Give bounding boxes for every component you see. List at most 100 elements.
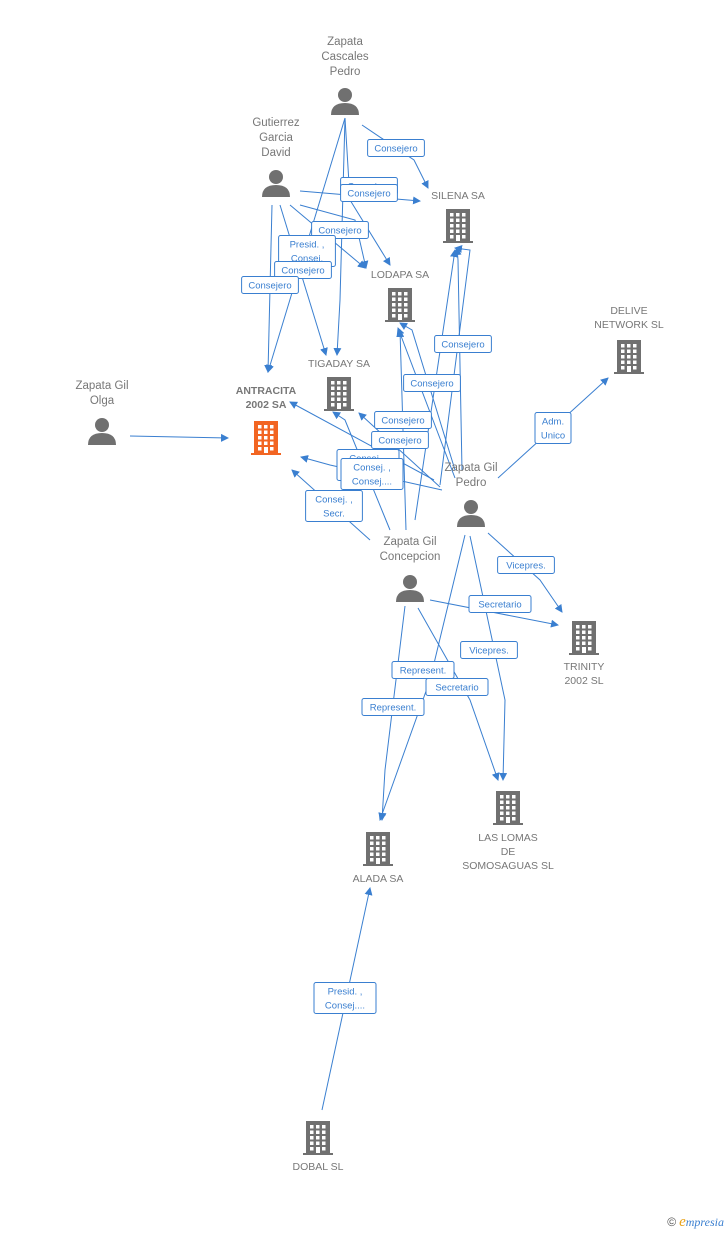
node-label: Olga	[90, 395, 115, 407]
edge-label-box[interactable]: Consejero	[340, 184, 398, 202]
edge-label-box[interactable]: Represent.	[391, 661, 455, 679]
company-node-dobal[interactable]: DOBAL SL	[293, 1121, 344, 1173]
building-window	[627, 355, 631, 359]
building-window	[322, 1130, 326, 1134]
edge-label-box[interactable]: Consej. ,Secr.	[305, 490, 363, 522]
edge-label-box[interactable]: Secretario	[425, 678, 489, 696]
building-window	[462, 235, 466, 239]
edge-label-box[interactable]: Consejero	[434, 335, 492, 353]
building-window	[500, 811, 504, 815]
building-window	[576, 630, 580, 634]
edge-label-box[interactable]: Consejero	[367, 139, 425, 157]
person-icon	[338, 88, 352, 102]
edge-label-text: Consej. ,	[315, 495, 353, 506]
building-window	[576, 641, 580, 645]
edge-label-box[interactable]: Consejero	[274, 261, 332, 279]
building-window	[331, 403, 335, 407]
building-window	[331, 386, 335, 390]
edge-label-box[interactable]: Adm.Unico	[534, 412, 572, 444]
edge-label-box[interactable]: Vicepres.	[460, 641, 518, 659]
building-window	[392, 292, 396, 296]
edge-label-box[interactable]: Consejero	[311, 221, 369, 239]
edge-label-text: Represent.	[370, 703, 416, 714]
company-node-silena[interactable]: SILENA SA	[431, 190, 485, 243]
building-window	[576, 636, 580, 640]
building-window	[633, 360, 637, 364]
node-label: Garcia	[259, 132, 293, 144]
edge-label-box[interactable]: Consej. ,Consej....	[340, 458, 404, 490]
edge-label-text: Consejero	[410, 379, 453, 390]
edge-label-box[interactable]: Vicepres.	[497, 556, 555, 574]
brand-watermark[interactable]: ©empresia	[667, 1214, 724, 1231]
company-node-tigaday[interactable]: TIGADAY SA	[308, 358, 370, 411]
building-base	[363, 864, 393, 866]
node-label: ANTRACITA	[236, 385, 297, 397]
building-window	[376, 836, 380, 840]
edge-label-box[interactable]: Consejero	[371, 431, 429, 449]
building-window	[316, 1125, 320, 1129]
building-window	[270, 447, 274, 451]
edge-label-box[interactable]: Consejero	[403, 374, 461, 392]
building-window	[506, 811, 510, 815]
edge-line	[129, 433, 229, 442]
node-label: DE	[501, 846, 516, 858]
edge-label-frame	[534, 412, 572, 444]
person-icon	[269, 170, 283, 184]
edge-label-text: Consej. ,	[353, 463, 391, 474]
building-window	[264, 430, 268, 434]
building-window	[382, 858, 386, 862]
edge-label-box[interactable]: Secretario	[468, 595, 532, 613]
edge-label-text: Consejero	[381, 416, 424, 427]
edge-label-text: Consejero	[347, 189, 390, 200]
building-door	[456, 235, 460, 241]
edge-label-frame	[371, 431, 429, 449]
company-node-alada[interactable]: ALADA SA	[353, 832, 404, 885]
edge-label-frame	[340, 184, 398, 202]
edge-label-frame	[361, 698, 425, 716]
edge-label-box[interactable]: Consejero	[241, 276, 299, 294]
building-base	[443, 241, 473, 243]
edge-label-frame	[374, 411, 432, 429]
edge-label-frame	[497, 556, 555, 574]
person-icon	[457, 515, 485, 527]
building-base	[251, 453, 281, 455]
node-label: Cascales	[321, 51, 369, 63]
edge-labels: ConsejeroConsejeroConsejeroConsejeroPres…	[241, 139, 572, 1014]
building-window	[404, 314, 408, 318]
node-label: TIGADAY SA	[308, 358, 370, 370]
building-window	[506, 800, 510, 804]
building-window	[456, 218, 460, 222]
building-window	[322, 1147, 326, 1151]
building-window	[582, 630, 586, 634]
building-window	[264, 441, 268, 445]
building-window	[627, 349, 631, 353]
building-window	[582, 641, 586, 645]
building-window	[588, 630, 592, 634]
building-window	[462, 224, 466, 228]
edge-label-box[interactable]: Consejero	[374, 411, 432, 429]
edge-lines	[129, 117, 609, 1111]
edge-label-box[interactable]: Represent.	[361, 698, 425, 716]
building-window	[376, 847, 380, 851]
building-window	[450, 213, 454, 217]
building-window	[331, 397, 335, 401]
edge-label-text: Consejero	[378, 436, 421, 447]
edge-label-box[interactable]: Presid. ,Consej....	[313, 982, 377, 1014]
edge-label-box[interactable]: Presid. ,Consej.	[278, 235, 336, 267]
building-window	[450, 229, 454, 233]
company-node-lodapa[interactable]: LODAPA SA	[371, 269, 429, 322]
building-window	[512, 795, 516, 799]
edge-label-frame	[311, 221, 369, 239]
building-window	[370, 858, 374, 862]
edge-line	[299, 204, 369, 269]
